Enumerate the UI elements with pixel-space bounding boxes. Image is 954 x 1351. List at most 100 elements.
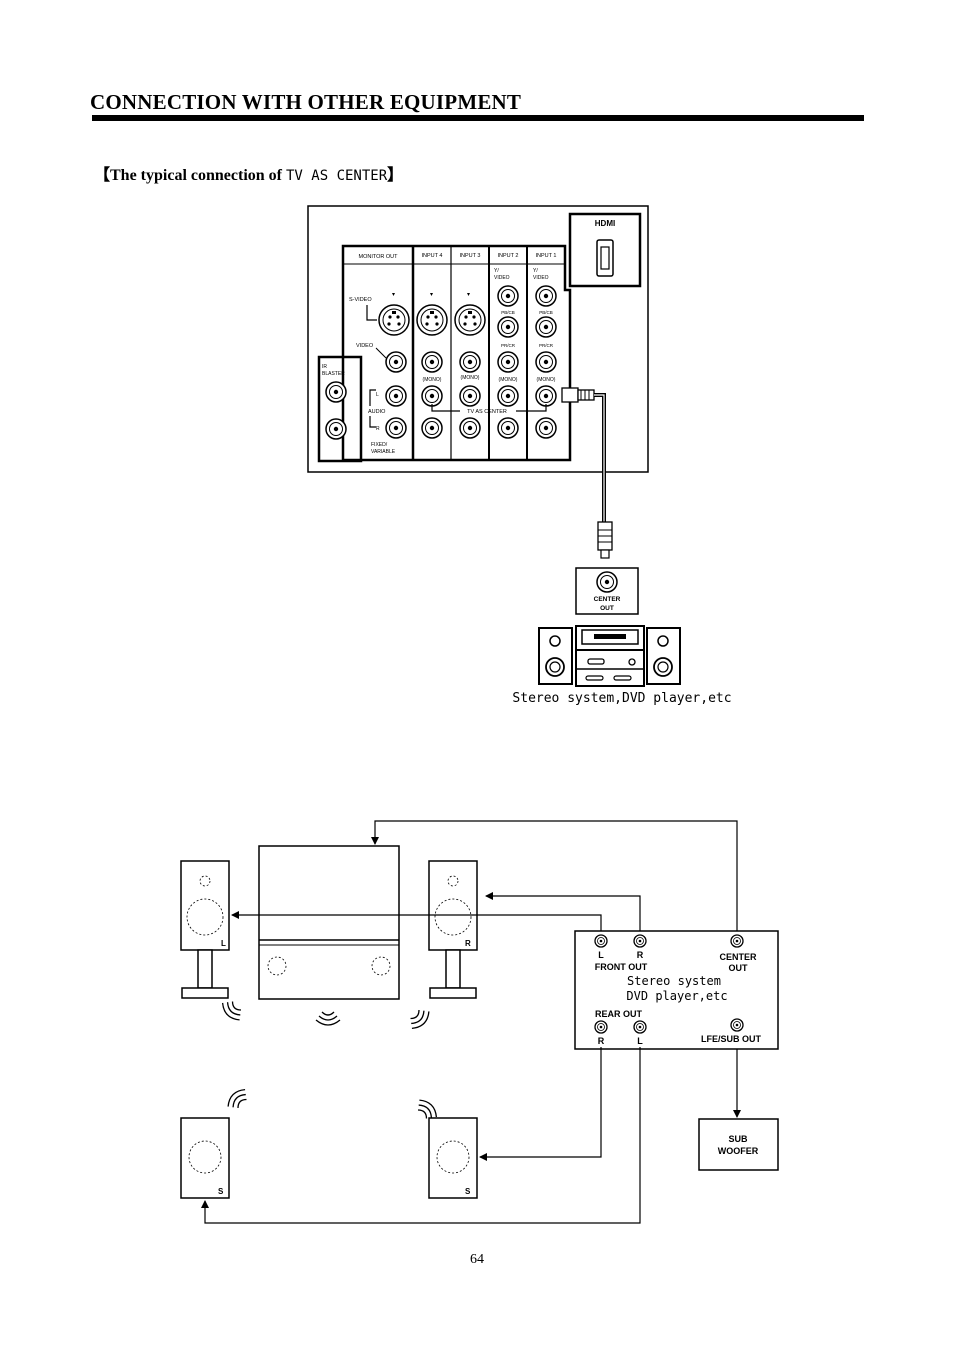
audio-input3-r-jack <box>459 417 481 439</box>
input2-label: INPUT 2 <box>498 253 519 259</box>
s-video-input3-jack <box>454 304 486 336</box>
center-cable <box>561 387 613 559</box>
tv-rear-panel: HDMI MONITOR OUT INPUT 4 INPUT 3 INPUT 2… <box>307 205 649 473</box>
sound-waves-icon <box>223 1085 252 1113</box>
rear-r-label: R <box>598 1036 605 1046</box>
tv-set <box>258 845 400 1000</box>
audio-input1-r-jack <box>535 417 557 439</box>
input4-label: INPUT 4 <box>422 253 443 259</box>
video-out-jack <box>385 351 407 373</box>
input2-mono-label: (MONO) <box>499 377 518 383</box>
surround-left-label: S <box>218 1187 224 1196</box>
page-number: 64 <box>470 1252 484 1267</box>
surround-right-speaker: S <box>428 1117 478 1199</box>
variable-label: VARIABLE <box>371 449 396 455</box>
video-input3-jack <box>459 351 481 373</box>
input2-pr-jack <box>497 351 519 373</box>
input1-video-label: VIDEO <box>533 275 549 281</box>
front-left-speaker: L <box>180 860 230 999</box>
input2-y-jack <box>497 285 519 307</box>
monitor-out-label: MONITOR OUT <box>358 254 398 260</box>
audio-input2-r-jack <box>497 417 519 439</box>
center-out-surround-line1: CENTER <box>719 952 757 962</box>
front-right-speaker: R <box>428 860 478 999</box>
system-line2: DVD player,etc <box>626 989 727 1003</box>
sound-waves-icon <box>218 996 246 1025</box>
ir-blaster-label: BLASTER <box>322 371 345 377</box>
s-video-label: S-VIDEO <box>349 297 372 303</box>
audio-input4-l-jack <box>421 385 443 407</box>
system-line1: Stereo system <box>627 974 721 988</box>
audio-input2-l-jack <box>497 385 519 407</box>
input1-mono-label: (MONO) <box>537 377 556 383</box>
front-l-label: L <box>598 950 604 960</box>
page-title: CONNECTION WITH OTHER EQUIPMENT <box>90 90 522 114</box>
input3-mono-label: (MONO) <box>461 375 480 381</box>
input4-mono-label: (MONO) <box>423 377 442 383</box>
center-out-line1: CENTER <box>594 596 621 603</box>
sound-waves-icon <box>315 1011 341 1026</box>
input1-pr-jack <box>535 351 557 373</box>
subwoofer-box: SUB WOOFER <box>698 1118 779 1171</box>
rear-out-label: REAR OUT <box>595 1009 643 1019</box>
surround-right-label: S <box>465 1187 471 1196</box>
input2-pr-label: PR/CR <box>501 343 516 348</box>
input2-y-label: Y/ <box>494 268 499 274</box>
input1-pb-jack <box>535 316 557 338</box>
center-out-box: CENTER OUT <box>575 567 639 615</box>
section-heading: 【The typical connection of TV AS CENTER】 <box>94 161 403 185</box>
rear-out-r-jack <box>594 1020 608 1034</box>
s-video-input4-jack <box>416 304 448 336</box>
s-video-out-jack <box>378 304 410 336</box>
video-input4-jack <box>421 351 443 373</box>
center-out-jack-surround <box>730 934 744 948</box>
front-out-label: FRONT OUT <box>595 962 648 972</box>
center-out-surround-line2: OUT <box>729 963 749 973</box>
audio-out-l-jack <box>385 385 407 407</box>
section-heading-mono: TV AS CENTER <box>286 168 388 184</box>
front-r-label: R <box>637 950 644 960</box>
ir-blaster-jack-2 <box>325 418 347 440</box>
rear-l-label: L <box>637 1036 643 1046</box>
surround-diagram: L R S S <box>180 820 779 1224</box>
front-left-label: L <box>221 939 226 948</box>
input1-y-jack <box>535 285 557 307</box>
audio-input4-r-jack <box>421 417 443 439</box>
input1-y-label: Y/ <box>533 268 538 274</box>
lfe-sub-out-label: LFE/SUB OUT <box>701 1034 762 1044</box>
input1-pr-label: PR/CR <box>539 343 554 348</box>
video-label: VIDEO <box>356 343 374 349</box>
input3-label: INPUT 3 <box>460 253 481 259</box>
hdmi-label: HDMI <box>595 219 615 228</box>
fixed-label: FIXED/ <box>371 442 388 448</box>
rear-out-l-jack <box>633 1020 647 1034</box>
ir-blaster-jack-1 <box>325 381 347 403</box>
input2-video-label: VIDEO <box>494 275 510 281</box>
audio-l-label: L <box>376 392 379 398</box>
sub-label-2: WOOFER <box>718 1146 759 1156</box>
sub-label-1: SUB <box>728 1134 748 1144</box>
lfe-sub-out-jack <box>730 1018 744 1032</box>
stereo-system-illustration <box>538 625 681 687</box>
ir-label: IR <box>322 364 327 370</box>
input2-pb-label: PB/CB <box>501 310 515 315</box>
sound-waves-icon <box>405 1005 434 1033</box>
connection-lines <box>201 820 741 1224</box>
front-out-l-jack <box>594 934 608 948</box>
front-right-label: R <box>465 939 471 948</box>
input1-pb-label: PB/CB <box>539 310 553 315</box>
section-heading-prefix: 【The typical connection of <box>94 167 286 184</box>
surround-left-speaker: S <box>180 1117 230 1199</box>
center-out-jack <box>596 571 618 593</box>
stereo-caption-top: Stereo system,DVD player,etc <box>512 691 731 706</box>
input1-label: INPUT 1 <box>536 253 557 259</box>
audio-r-label: R <box>376 426 380 432</box>
title-rule <box>92 115 864 121</box>
audio-out-r-jack <box>385 417 407 439</box>
audio-label: AUDIO <box>368 409 386 415</box>
center-out-line2: OUT <box>600 605 614 612</box>
section-heading-suffix: 】 <box>387 167 404 184</box>
input2-pb-jack <box>497 316 519 338</box>
stereo-system-box: L R FRONT OUT CENTER OUT Stereo system D… <box>574 930 779 1050</box>
